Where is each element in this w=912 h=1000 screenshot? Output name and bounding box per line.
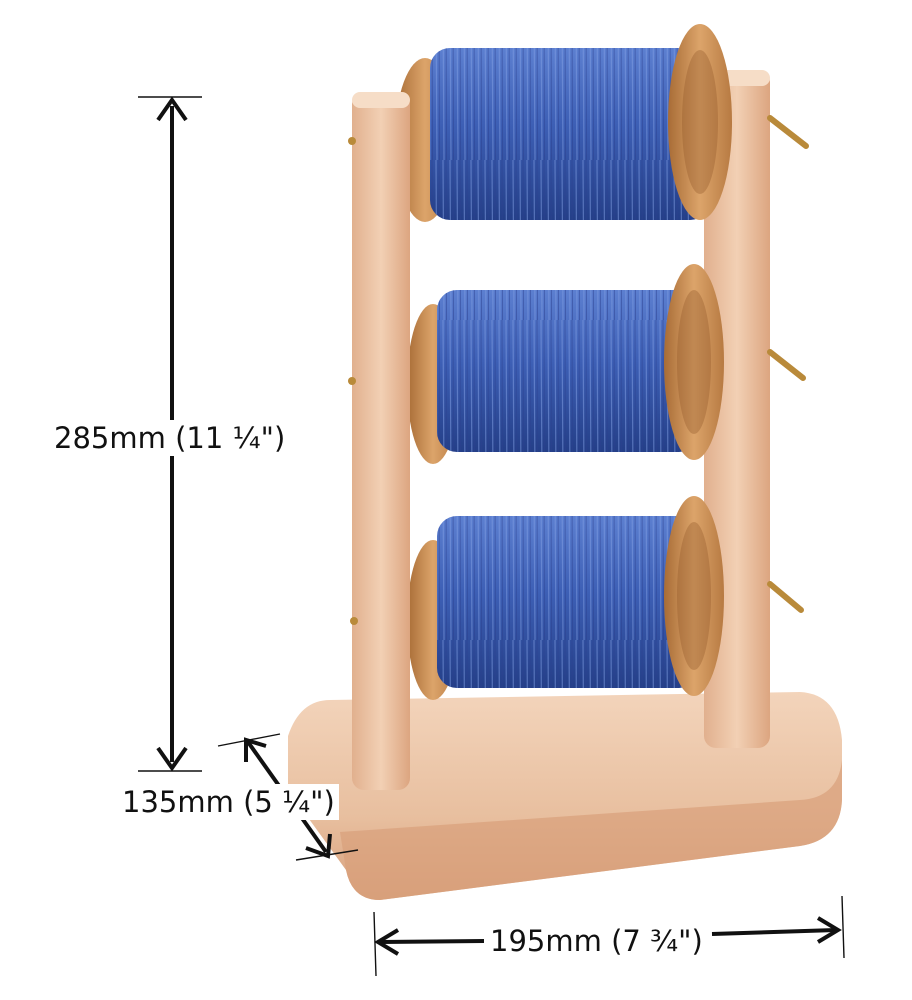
bobbin-pegs [767,115,809,613]
left-upright [348,92,410,790]
width-dimension-arrow [373,895,845,977]
depth-label: 135mm (5 ¼") [118,784,339,820]
bobbin-bottom [407,496,724,700]
width-label: 195mm (7 ¾") [486,923,707,959]
height-label: 285mm (11 ¼") [50,420,290,456]
base-board [288,692,842,900]
bobbin-top [395,24,732,222]
bobbin-middle [407,264,724,464]
